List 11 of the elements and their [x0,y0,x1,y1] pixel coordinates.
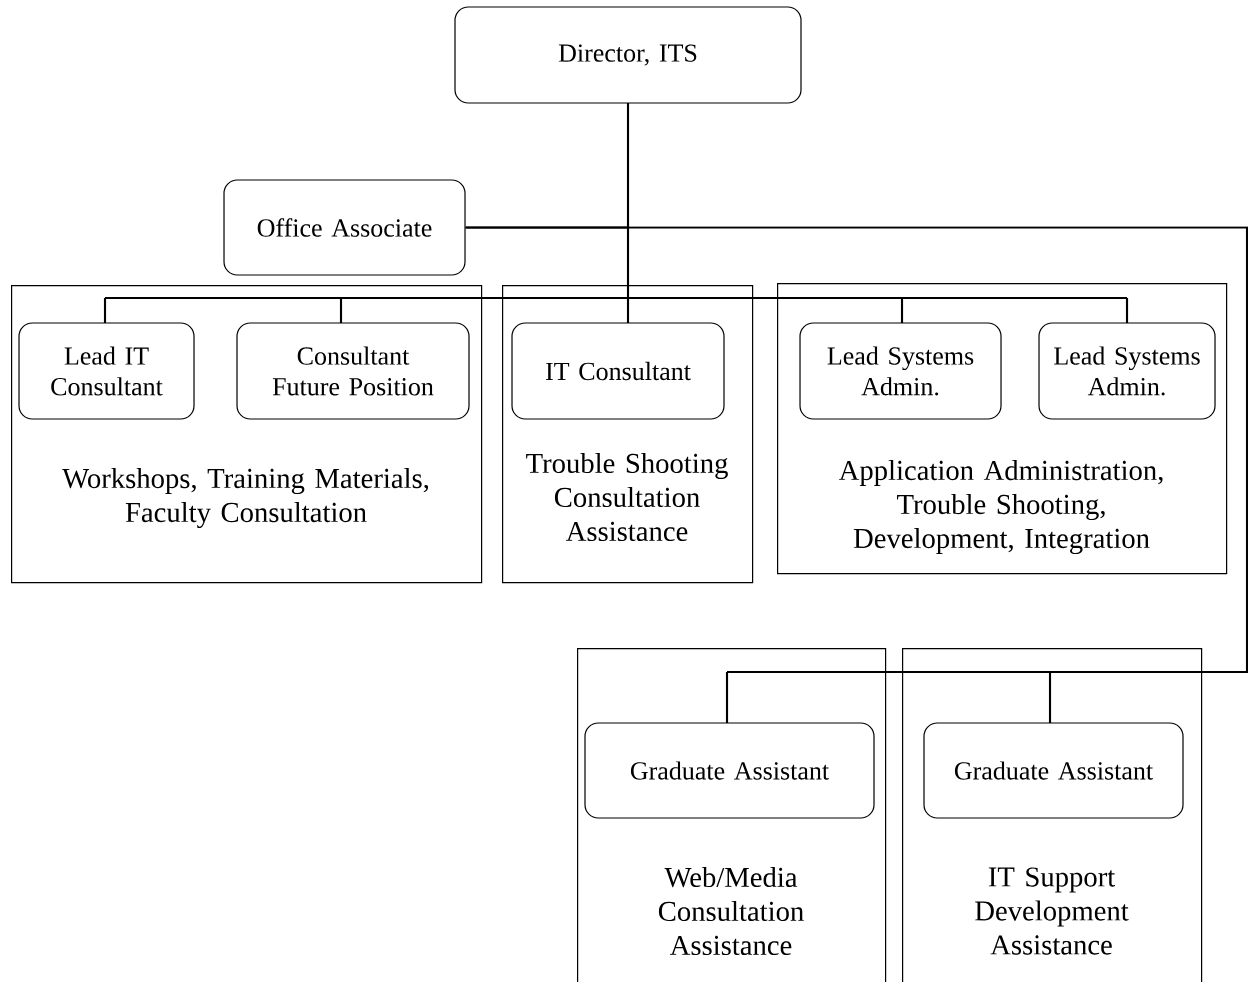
position-box: Lead IT Consultant [18,322,195,420]
connector-line [103,101,1129,323]
position-box: Consultant Future Position [236,322,470,420]
position-box: Graduate Assistant [584,722,875,819]
position-box: Lead Systems Admin. [1038,322,1216,420]
position-box: Lead Systems Admin. [799,322,1002,420]
position-box: Office Associate [223,179,466,276]
position-box: IT Consultant [511,322,725,420]
position-box: Graduate Assistant [923,722,1184,819]
position-box: Director, ITS [454,6,802,104]
connector-line [465,226,1248,723]
